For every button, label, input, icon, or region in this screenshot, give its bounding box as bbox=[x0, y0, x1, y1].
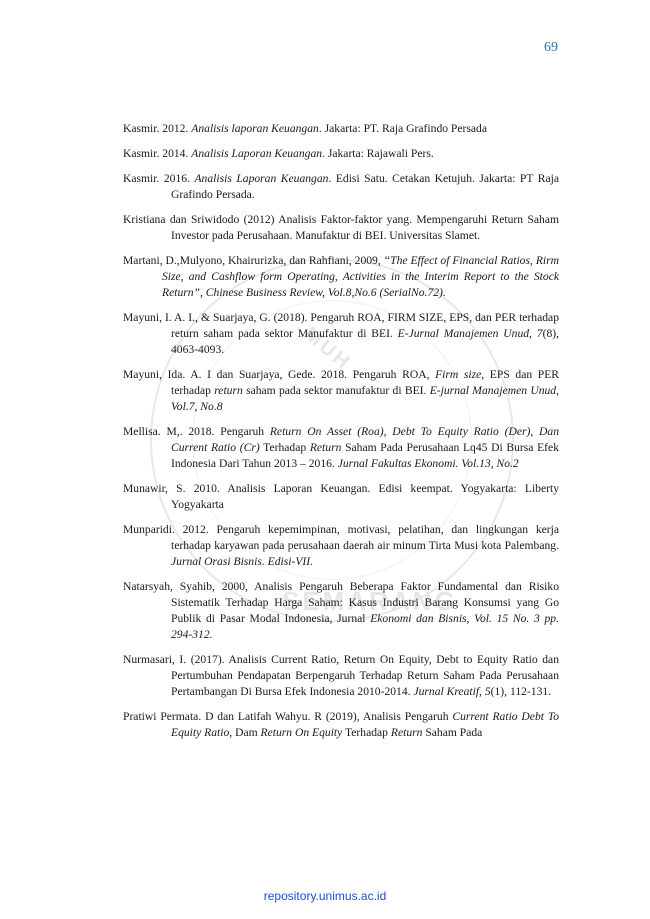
reference-italic-text: Analisis laporan Keuangan bbox=[191, 122, 319, 135]
reference-italic-text: Firm size bbox=[435, 368, 482, 381]
reference-item: Mellisa. M,. 2018. Pengaruh Return On As… bbox=[123, 424, 559, 472]
reference-italic-text: Analisis Laporan Keuangan bbox=[191, 147, 323, 160]
reference-text: saham pada sektor manufaktur di BEI. bbox=[242, 384, 430, 397]
reference-italic-text: return bbox=[214, 384, 243, 397]
reference-text: Nurmasari, I. (2017). Analisis Current R… bbox=[123, 653, 559, 698]
reference-text: Saham Pada Perusahaan Lq45 Di Bursa Efek… bbox=[171, 441, 559, 470]
reference-text: . Jakarta: PT. Raja Grafindo Persada bbox=[318, 122, 487, 135]
reference-item: Kasmir. 2012. Analisis laporan Keuangan.… bbox=[123, 121, 559, 137]
reference-text: , Dam bbox=[229, 726, 261, 739]
reference-item: Munawir, S. 2010. Analisis Laporan Keuan… bbox=[123, 481, 559, 513]
reference-text: Kasmir. 2012. bbox=[123, 122, 192, 135]
reference-italic-text: Ekonomi dan Bisnis, Vol. 15 No. 3 pp. 29… bbox=[171, 612, 559, 641]
watermark-text-bottom: SEMARANG bbox=[282, 586, 458, 616]
repository-url[interactable]: repository.unimus.ac.id bbox=[263, 889, 387, 903]
reference-item: Nurmasari, I. (2017). Analisis Current R… bbox=[123, 652, 559, 700]
reference-text: Pratiwi Permata. D dan Latifah Wahyu. R … bbox=[123, 710, 453, 723]
reference-item: Natarsyah, Syahib, 2000, Analisis Pengar… bbox=[123, 579, 559, 643]
reference-text: Mellisa. M,. 2018. Pengaruh bbox=[123, 425, 270, 438]
reference-item: Pratiwi Permata. D dan Latifah Wahyu. R … bbox=[123, 709, 559, 741]
reference-item: Munparidi. 2012. Pengaruh kepemimpinan, … bbox=[123, 522, 559, 570]
reference-text: Kasmir. 2014. bbox=[123, 147, 192, 160]
reference-text: Mayuni, Ida. A. I dan Suarjaya, Gede. 20… bbox=[123, 368, 436, 381]
reference-text: Natarsyah, Syahib, 2000, Analisis Pengar… bbox=[123, 580, 559, 625]
reference-italic-text: Return bbox=[309, 441, 342, 454]
reference-text: , bbox=[529, 327, 537, 340]
reference-italic-text: Return On Equity bbox=[260, 726, 343, 739]
reference-text: Mayuni, I. A. I., & Suarjaya, G. (2018).… bbox=[123, 311, 559, 340]
reference-text: , EPS dan PER terhadap bbox=[171, 368, 560, 397]
reference-text: (8), 4063-4093. bbox=[171, 327, 559, 356]
reference-text: Terhadap bbox=[342, 726, 391, 739]
reference-italic-text: “The Effect of Financial Ratios, Rirm Si… bbox=[162, 254, 560, 299]
reference-italic-text: Jurnal Kreatif bbox=[413, 685, 480, 698]
reference-italic-text: E-Jurnal Manajemen Unud bbox=[397, 327, 530, 340]
page-number: 69 bbox=[544, 40, 558, 55]
reference-italic-text: Jurnal Fakultas Ekonomi. Vol.13, No.2 bbox=[337, 457, 519, 470]
reference-item: Kasmir. 2016. Analisis Laporan Keuangan.… bbox=[123, 171, 559, 203]
reference-italic-text: E-jurnal Manajemen Unud, Vol.7, No.8 bbox=[171, 384, 559, 413]
reference-italic-text: Analisis Laporan Keuangan bbox=[194, 172, 329, 185]
reference-item: Mayuni, I. A. I., & Suarjaya, G. (2018).… bbox=[123, 310, 559, 358]
reference-item: Martani, D.,Mulyono, Khairurizka, dan Ra… bbox=[123, 253, 559, 301]
reference-text: Saham Pada bbox=[422, 726, 483, 739]
reference-item: Kristiana dan Sriwidodo (2012) Analisis … bbox=[123, 212, 559, 244]
reference-text: Kasmir. 2016. bbox=[123, 172, 195, 185]
reference-text: . Jakarta: Rajawali Pers. bbox=[322, 147, 434, 160]
reference-italic-text: 5 bbox=[484, 685, 491, 698]
reference-text: , bbox=[479, 685, 485, 698]
reference-italic-text: Return On Asset (Roa), Debt To Equity Ra… bbox=[171, 425, 559, 454]
reference-item: Mayuni, Ida. A. I dan Suarjaya, Gede. 20… bbox=[123, 367, 559, 415]
reference-italic-text: Current Ratio Debt To Equity Ratio bbox=[171, 710, 559, 739]
reference-text: . Edisi Satu. Cetakan Ketujuh. Jakarta: … bbox=[171, 172, 559, 201]
reference-italic-text: 7 bbox=[536, 327, 543, 340]
reference-list: Kasmir. 2012. Analisis laporan Keuangan.… bbox=[123, 121, 559, 750]
reference-text: Terhadap bbox=[259, 441, 310, 454]
reference-text: (1), 112-131. bbox=[490, 685, 552, 698]
reference-text: Martani, D.,Mulyono, Khairurizka, dan Ra… bbox=[123, 254, 384, 267]
reference-text: Munparidi. 2012. Pengaruh kepemimpinan, … bbox=[123, 523, 559, 552]
reference-italic-text: Jurnal Orasi Bisnis. Edisi-VII. bbox=[171, 555, 314, 568]
reference-item: Kasmir. 2014. Analisis Laporan Keuangan.… bbox=[123, 146, 559, 162]
reference-text: Kristiana dan Sriwidodo (2012) Analisis … bbox=[123, 213, 559, 242]
reference-text: Munawir, S. 2010. Analisis Laporan Keuan… bbox=[123, 482, 559, 511]
reference-italic-text: Return bbox=[390, 726, 423, 739]
